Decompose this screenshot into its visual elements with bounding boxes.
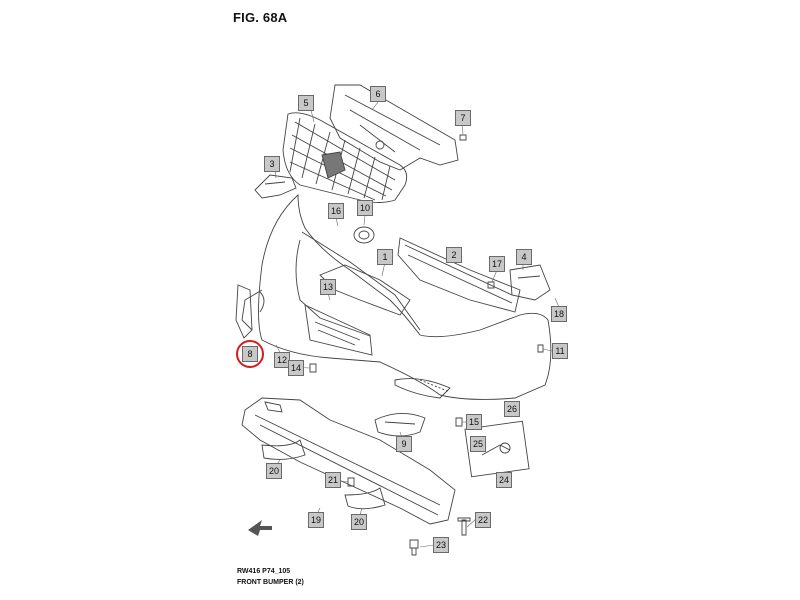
part-label[interactable]: 1 [377,249,393,265]
figure-title: FIG. 68A [233,10,288,25]
part-label[interactable]: 4 [516,249,532,265]
part-label[interactable]: 14 [288,360,304,376]
part-label[interactable]: 20 [266,463,282,479]
part-label[interactable]: 19 [308,512,324,528]
screw-11-drawing [537,344,544,353]
part-label[interactable]: 3 [264,156,280,172]
part-label[interactable]: 16 [328,203,344,219]
part-label[interactable]: 23 [433,537,449,553]
part-label[interactable]: 7 [455,110,471,126]
part-label[interactable]: 17 [489,256,505,272]
clip-10-drawing [353,226,375,244]
screw-23-drawing [409,539,419,556]
highlight-circle [236,340,264,368]
part-label[interactable]: 6 [370,86,386,102]
part-label[interactable]: 2 [446,247,462,263]
part-label[interactable]: 9 [396,436,412,452]
bumper-fascia-drawing [241,193,552,400]
part-label[interactable]: 13 [320,279,336,295]
part-label[interactable]: 22 [475,512,491,528]
part-label[interactable]: 15 [466,414,482,430]
part-label[interactable]: 10 [357,200,373,216]
bracket-8-drawing [235,284,265,339]
grille-drawing [282,112,408,203]
part-label[interactable]: 5 [298,95,314,111]
cover-9-drawing [374,413,426,437]
part-label[interactable]: 11 [552,343,568,359]
bracket-3-drawing [254,174,297,199]
screw-22-drawing [457,517,471,536]
bracket-4-drawing [509,264,551,301]
part-label[interactable]: 25 [470,436,486,452]
screw-14-drawing [309,363,317,373]
screw-15-drawing [455,417,463,427]
reinforcement-19-drawing [241,397,456,525]
part-label[interactable]: 18 [551,306,567,322]
diagram-name: FRONT BUMPER (2) [237,579,304,586]
part-label[interactable]: 26 [504,401,520,417]
part-label[interactable]: 24 [496,472,512,488]
upper-panel-drawing [329,84,459,171]
front-direction-arrow [248,520,272,536]
part-label[interactable]: 20 [351,514,367,530]
diagram-code: RW416 P74_105 [237,568,291,575]
screw-21-drawing [347,477,355,487]
screw-7-drawing [459,134,467,141]
part-label[interactable]: 21 [325,472,341,488]
